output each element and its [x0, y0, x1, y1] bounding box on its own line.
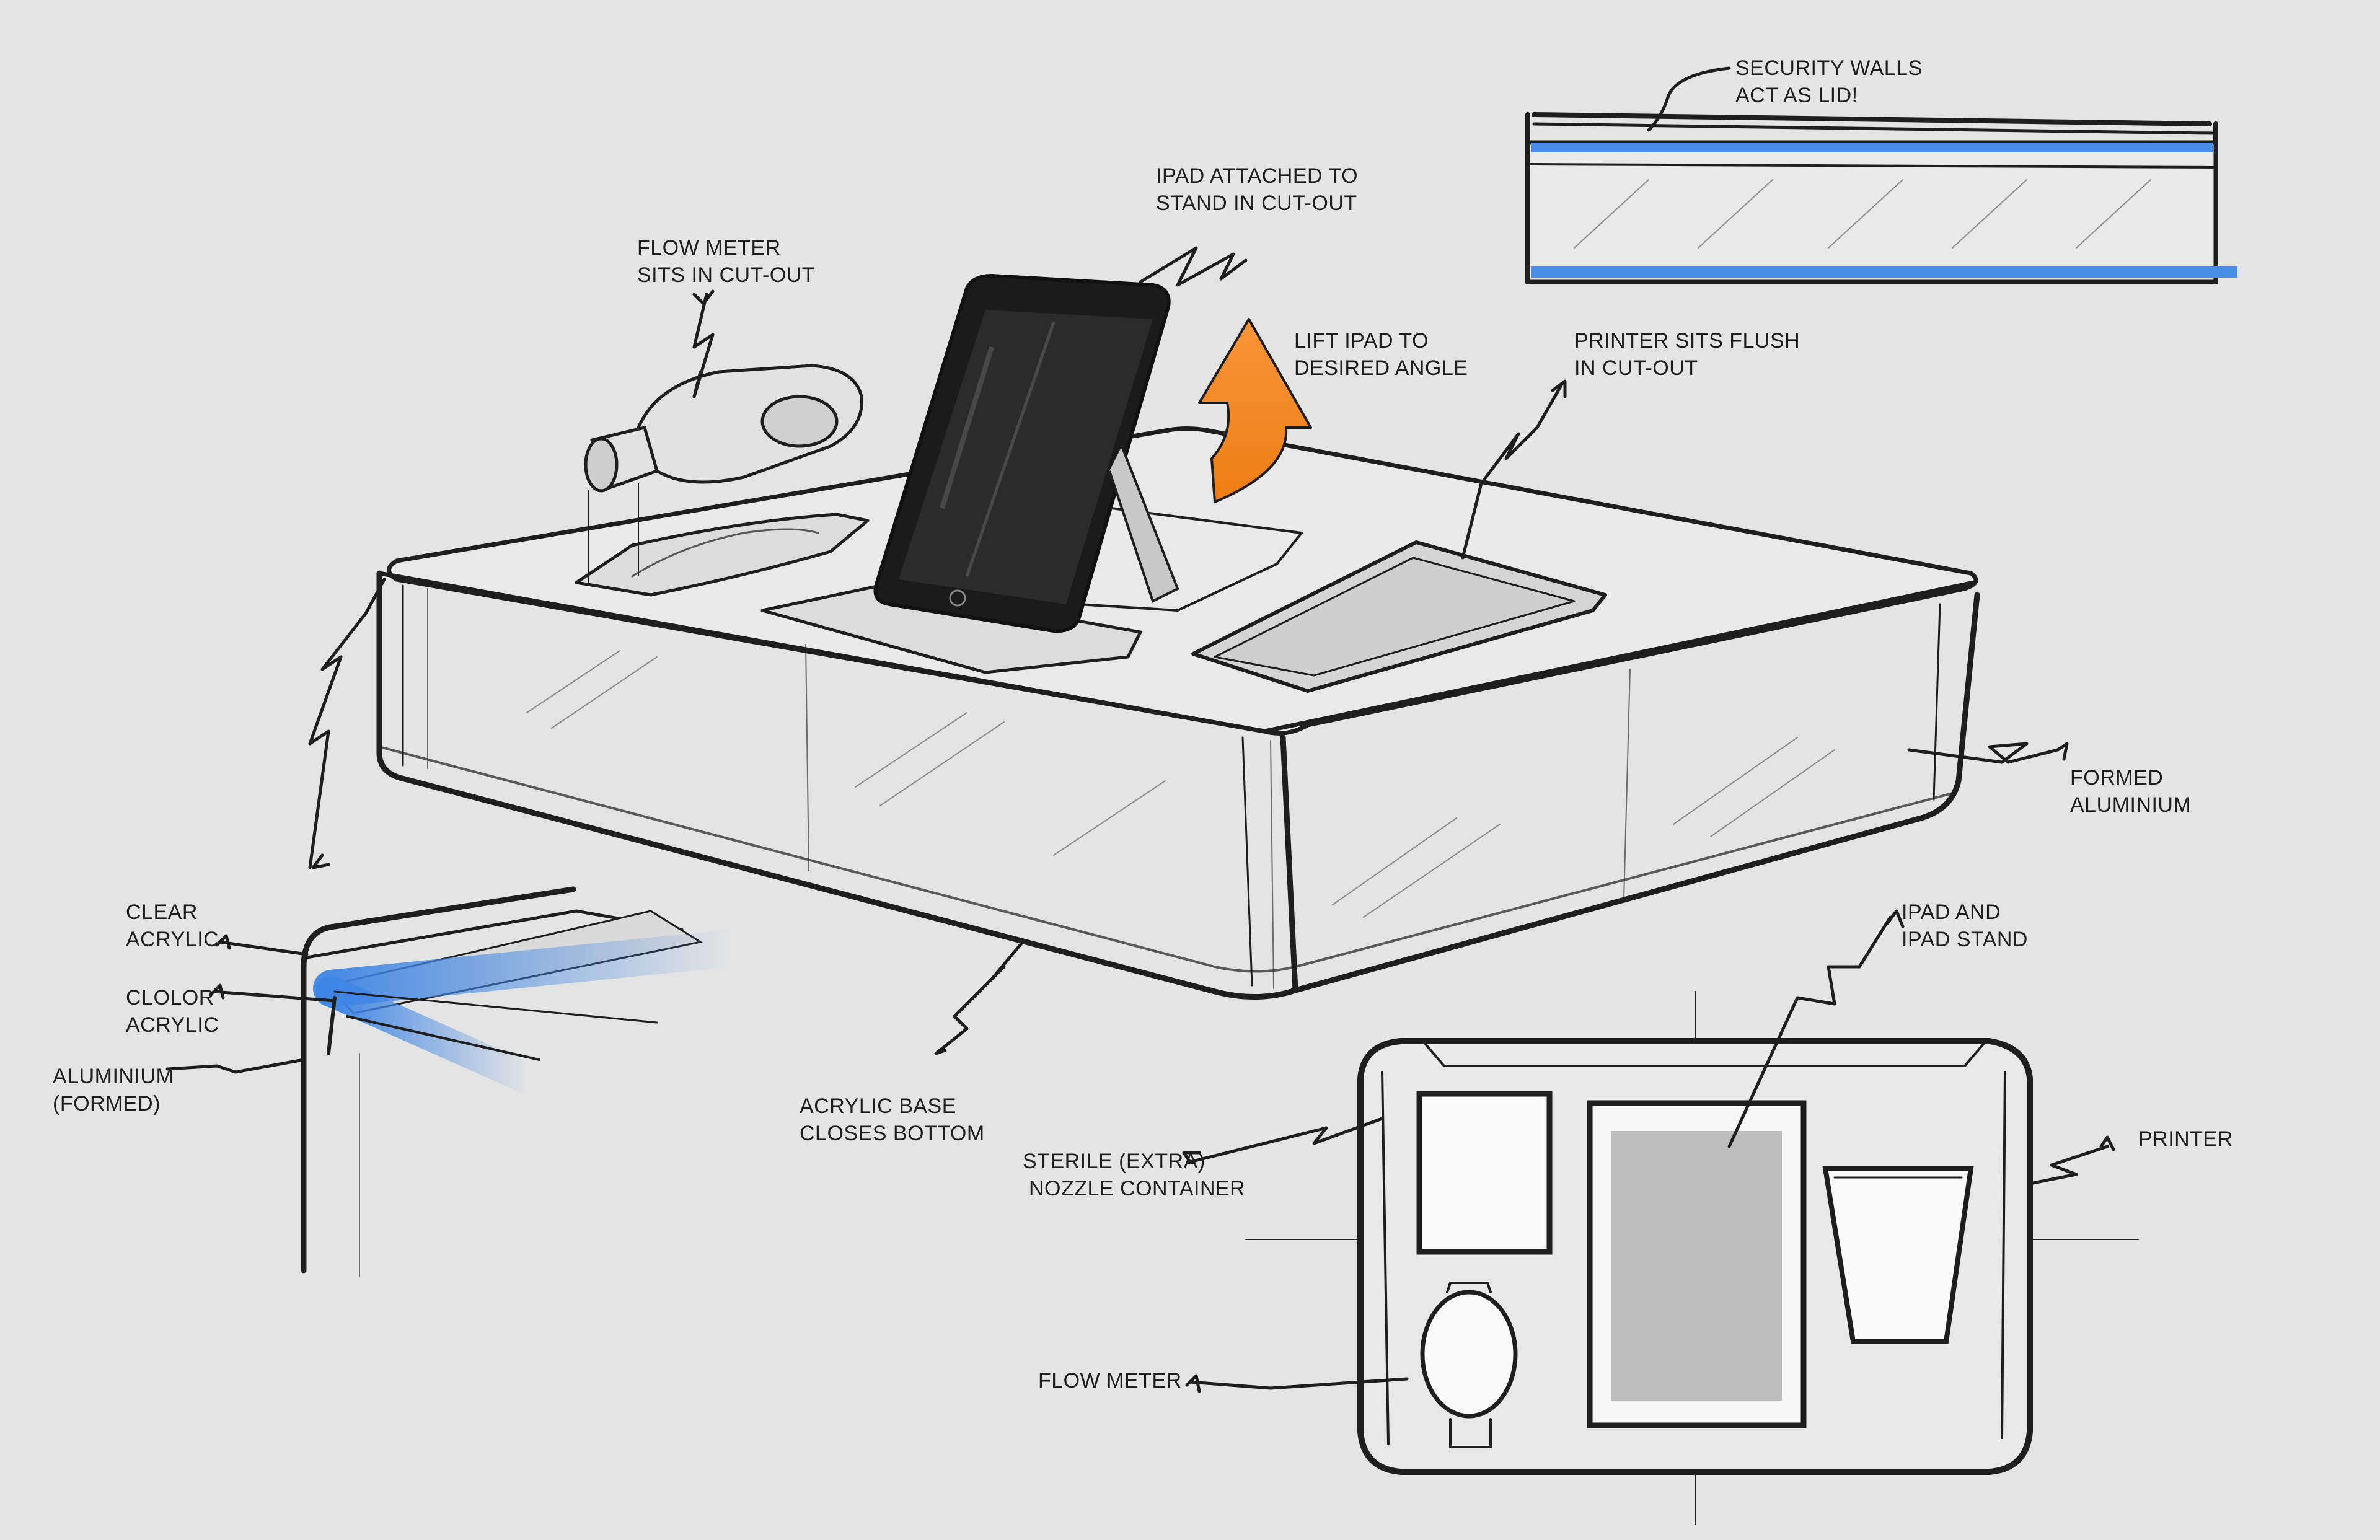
- label-sterile-container: STERILE (EXTRA) NOZZLE CONTAINER: [1023, 1148, 1245, 1202]
- label-line: ACRYLIC BASE: [800, 1094, 956, 1118]
- label-line: PRINTER: [2138, 1127, 2233, 1151]
- label-line: STERILE (EXTRA): [1023, 1150, 1205, 1173]
- main-box-sketch: [376, 426, 1980, 1000]
- label-flow-meter-plan: FLOW METER: [1038, 1367, 1182, 1394]
- label-line: SECURITY WALLS: [1735, 56, 1923, 80]
- label-line: ACRYLIC: [126, 1013, 219, 1037]
- security-walls-sketch: [1525, 112, 2237, 284]
- label-line: (FORMED): [53, 1092, 161, 1115]
- label-line: NOZZLE CONTAINER: [1023, 1177, 1246, 1200]
- label-acrylic-base: ACRYLIC BASE CLOSES BOTTOM: [800, 1093, 985, 1147]
- label-line: SITS IN CUT-OUT: [637, 263, 816, 287]
- label-line: FLOW METER: [1038, 1369, 1182, 1393]
- label-line: CLEAR: [126, 900, 198, 924]
- label-aluminium-formed: ALUMINIUM (FORMED): [53, 1063, 174, 1117]
- label-ipad-attached: IPAD ATTACHED TO STAND IN CUT-OUT: [1156, 162, 1358, 217]
- label-line: CLOLOR: [126, 986, 214, 1010]
- label-line: LIFT IPAD TO: [1294, 329, 1429, 353]
- label-lift-ipad: LIFT IPAD TO DESIRED ANGLE: [1294, 327, 1468, 382]
- ipad-sketch: [873, 273, 1179, 633]
- label-clear-acrylic: CLEAR ACRYLIC: [126, 899, 219, 953]
- leader-lines: [165, 66, 2115, 1393]
- label-line: ACT AS LID!: [1735, 84, 1858, 107]
- label-line: STAND IN CUT-OUT: [1156, 191, 1357, 215]
- lift-arrow: [1198, 318, 1312, 503]
- label-printer: PRINTER: [2138, 1125, 2233, 1153]
- label-ipad-and-stand: IPAD AND IPAD STAND: [1902, 899, 2028, 953]
- label-line: DESIRED ANGLE: [1294, 356, 1468, 380]
- label-line: CLOSES BOTTOM: [800, 1122, 985, 1145]
- label-line: IN CUT-OUT: [1574, 356, 1698, 380]
- corner-section-detail: [301, 886, 750, 1295]
- label-line: FORMED: [2070, 766, 2164, 790]
- label-line: IPAD ATTACHED TO: [1156, 164, 1359, 188]
- label-line: PRINTER SITS FLUSH: [1574, 329, 1800, 353]
- label-formed-aluminium: FORMED ALUMINIUM: [2070, 764, 2191, 819]
- label-line: IPAD STAND: [1902, 928, 2028, 951]
- label-printer-flush: PRINTER SITS FLUSH IN CUT-OUT: [1574, 327, 1800, 382]
- label-color-acrylic: CLOLOR ACRYLIC: [126, 984, 219, 1039]
- label-line: FLOW METER: [637, 236, 781, 260]
- label-security-walls: SECURITY WALLS ACT AS LID!: [1735, 55, 1923, 109]
- label-flow-meter-top: FLOW METER SITS IN CUT-OUT: [637, 234, 815, 289]
- label-line: ALUMINIUM: [53, 1065, 174, 1088]
- label-line: IPAD AND: [1902, 900, 2001, 924]
- plan-view-sketch: [1245, 991, 2139, 1525]
- label-line: ALUMINIUM: [2070, 793, 2192, 817]
- label-line: ACRYLIC: [126, 928, 219, 951]
